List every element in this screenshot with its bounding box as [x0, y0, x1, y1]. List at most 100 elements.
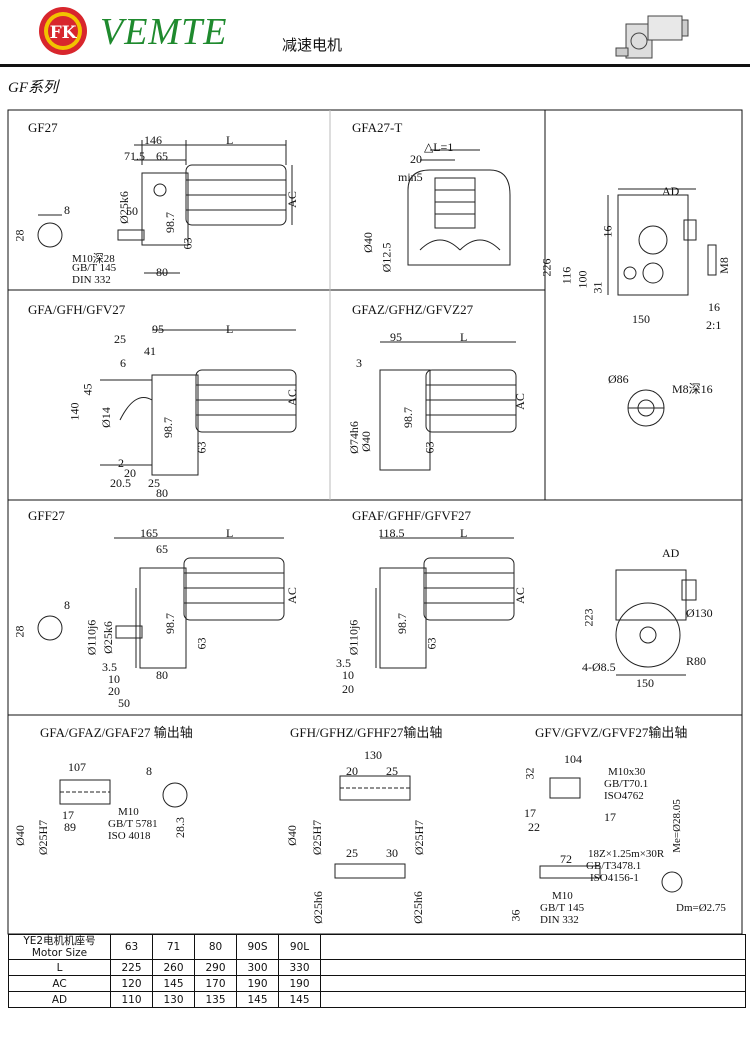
dim-4-8-5: 4-Ø8.5 — [582, 660, 616, 674]
dim-104: 104 — [564, 752, 582, 766]
drawing-gff27 — [37, 537, 285, 669]
dim-150-top: 150 — [632, 312, 650, 326]
view-label-gfaf-gfhf-gfvf27: GFAF/GFHF/GFVF27 — [352, 508, 471, 523]
dim-146: 146 — [144, 133, 162, 147]
dim-20-5: 20.5 — [110, 476, 131, 490]
dim-6: 6 — [120, 356, 126, 370]
dim-ac-5: AC — [512, 587, 527, 604]
dim-delta-l: △L=1 — [424, 140, 454, 154]
dim-l-5: L — [460, 526, 468, 540]
dim-25-c: 25 — [386, 764, 398, 778]
col-header: 80 — [194, 934, 237, 960]
dim-95-a: 95 — [152, 322, 164, 336]
table-row: L 225 260 290 300 330 — [8, 959, 746, 976]
note-din332-b: DIN 332 — [540, 914, 579, 926]
dim-r80: R80 — [686, 654, 707, 668]
dim-80-c: 80 — [156, 668, 168, 682]
dim-me: Me=Ø28.05 — [670, 799, 683, 853]
table-cell: 145 — [152, 975, 195, 992]
dim-226: 226 — [539, 258, 554, 277]
dim-63: 63 — [180, 237, 195, 250]
view-label-gf27: GF27 — [28, 120, 58, 135]
dim-8-b: 8 — [64, 598, 70, 612]
drawing-front-flange — [615, 569, 697, 676]
dim-20-b: 20 — [124, 466, 136, 480]
dim-140: 140 — [67, 402, 82, 421]
dim-80: 80 — [156, 265, 168, 279]
note-m10: M10 — [118, 806, 139, 818]
dim-50: 50 — [126, 204, 138, 218]
dim-10-b: 10 — [342, 668, 354, 682]
dim-63-d: 63 — [194, 637, 209, 650]
note-m8-16: M8深16 — [672, 382, 713, 396]
dim-ac-2: AC — [284, 389, 299, 406]
dim-ac-3: AC — [512, 393, 527, 410]
table-row: AC 120 145 170 190 190 — [8, 975, 746, 992]
dim-32: 32 — [522, 767, 537, 780]
table-row: AD 110 130 135 145 145 — [8, 991, 746, 1008]
empty-cell — [320, 934, 746, 960]
dim-2: 2 — [118, 456, 124, 470]
dim-8-c: 8 — [146, 764, 152, 778]
dim-l-3: L — [460, 330, 468, 344]
dim-72: 72 — [560, 852, 572, 866]
dim-98-7-c: 98.7 — [401, 407, 415, 428]
dim-16-a: 16 — [600, 225, 615, 238]
note-din332: DIN 332 — [72, 274, 111, 286]
header-rule — [0, 64, 750, 67]
table-cell: 170 — [194, 975, 237, 992]
dim-ad-bottom: AD — [662, 546, 680, 560]
note-gbt70: GB/T70.1 — [604, 778, 649, 790]
dim-17-a: 17 — [62, 808, 74, 822]
dim-8: 8 — [64, 203, 70, 217]
dim-ad-top: AD — [662, 184, 680, 198]
row-label: AD — [8, 991, 111, 1008]
view-label-gfaz-gfhz-gfvz27: GFAZ/GFHZ/GFVZ27 — [352, 302, 474, 317]
dim-25k6-b: Ø25k6 — [100, 621, 115, 654]
dim-25-d: 25 — [346, 846, 358, 860]
table-cell: 190 — [236, 975, 279, 992]
drawing-gfaf-gfhf-gfvf27 — [375, 537, 515, 669]
note-m10-b: M10 — [552, 890, 573, 902]
table-cell: 145 — [278, 991, 321, 1008]
dim-28-3: 28.3 — [173, 817, 187, 838]
dim-l: L — [226, 133, 234, 147]
dim-223: 223 — [581, 608, 596, 627]
dim-98-7-b: 98.7 — [161, 417, 175, 438]
dim-3-5-b: 3.5 — [336, 656, 351, 670]
dim-l-2: L — [226, 322, 234, 336]
dim-118-5: 118.5 — [378, 526, 405, 540]
series-title: GF系列 — [8, 80, 58, 96]
dim-25h6-a: Ø25h6 — [310, 891, 325, 924]
dim-25h7-c: Ø25H7 — [412, 819, 427, 856]
view-label-gfa-output: GFA/GFAZ/GFAF27 输出轴 — [40, 725, 193, 740]
dim-31: 31 — [590, 281, 605, 294]
dim-71-5: 71.5 — [124, 149, 145, 163]
note-gbt145-b: GB/T 145 — [540, 902, 585, 914]
dim-22: 22 — [528, 820, 540, 834]
dim-l-4: L — [226, 526, 234, 540]
table-header-label: YE2电机机座号 Motor Size — [8, 934, 111, 960]
dim-28-b: 28 — [12, 625, 27, 638]
view-label-gfa27t: GFA27-T — [352, 120, 403, 135]
drawing-flange-detail — [627, 389, 665, 427]
dim-25-b: 25 — [148, 476, 160, 490]
table-cell: 225 — [110, 959, 153, 976]
dim-40-b: Ø40 — [358, 431, 373, 452]
drawing-output-shafts — [59, 775, 683, 893]
dim-98-7-e: 98.7 — [395, 613, 409, 634]
drawing-gfa27t — [407, 149, 511, 266]
dim-25h7-b: Ø25H7 — [310, 819, 325, 856]
table-cell: 135 — [194, 991, 237, 1008]
dim-107: 107 — [68, 760, 86, 774]
view-label-gfh-output: GFH/GFHZ/GFHF27输出轴 — [290, 725, 443, 740]
dim-116: 116 — [559, 266, 574, 285]
dim-30: 30 — [386, 846, 398, 860]
header-label-cn: YE2电机机座号 — [23, 935, 96, 947]
logo: FK — [36, 6, 90, 56]
dim-m8: M8 — [716, 257, 731, 274]
header-label-en: Motor Size — [31, 947, 88, 959]
dim-80-b: 80 — [156, 486, 168, 500]
dim-14: Ø14 — [98, 407, 113, 428]
